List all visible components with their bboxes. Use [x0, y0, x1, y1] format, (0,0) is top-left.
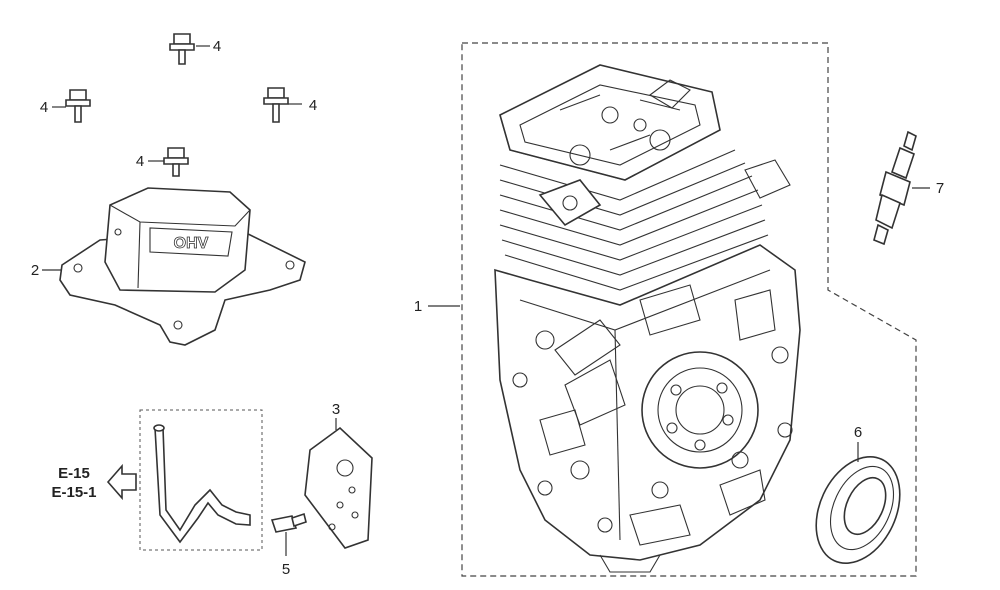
- crankcase-block[interactable]: [494, 64, 801, 573]
- reference-e15-1[interactable]: E-15-1: [51, 484, 96, 501]
- callout-6: 6: [854, 424, 862, 441]
- bolt-4d[interactable]: [163, 147, 189, 177]
- callout-4b: 4: [40, 99, 48, 116]
- callout-4d: 4: [136, 153, 144, 170]
- gasket-plate[interactable]: [304, 426, 373, 549]
- callout-7: 7: [936, 180, 944, 197]
- callout-4a: 4: [213, 38, 221, 55]
- reference-arrow: [106, 463, 137, 501]
- assembly-boundary: [461, 42, 917, 577]
- cover-logo: OHV: [174, 235, 209, 252]
- valve-cover[interactable]: OHV: [59, 187, 306, 346]
- callout-5: 5: [282, 561, 290, 578]
- screw-5[interactable]: [270, 512, 307, 533]
- callout-3: 3: [332, 401, 340, 418]
- callout-1: 1: [414, 298, 422, 315]
- spark-plug[interactable]: [873, 130, 917, 246]
- bolt-4c[interactable]: [263, 87, 289, 123]
- reference-e15[interactable]: E-15: [58, 465, 90, 482]
- callout-2: 2: [31, 262, 39, 279]
- bolt-4b[interactable]: [65, 89, 91, 123]
- breather-tube[interactable]: [153, 424, 251, 544]
- leader-lines: [42, 45, 930, 556]
- bolt-4a[interactable]: [169, 33, 195, 65]
- oil-seal[interactable]: [800, 443, 916, 577]
- callout-4c: 4: [309, 97, 317, 114]
